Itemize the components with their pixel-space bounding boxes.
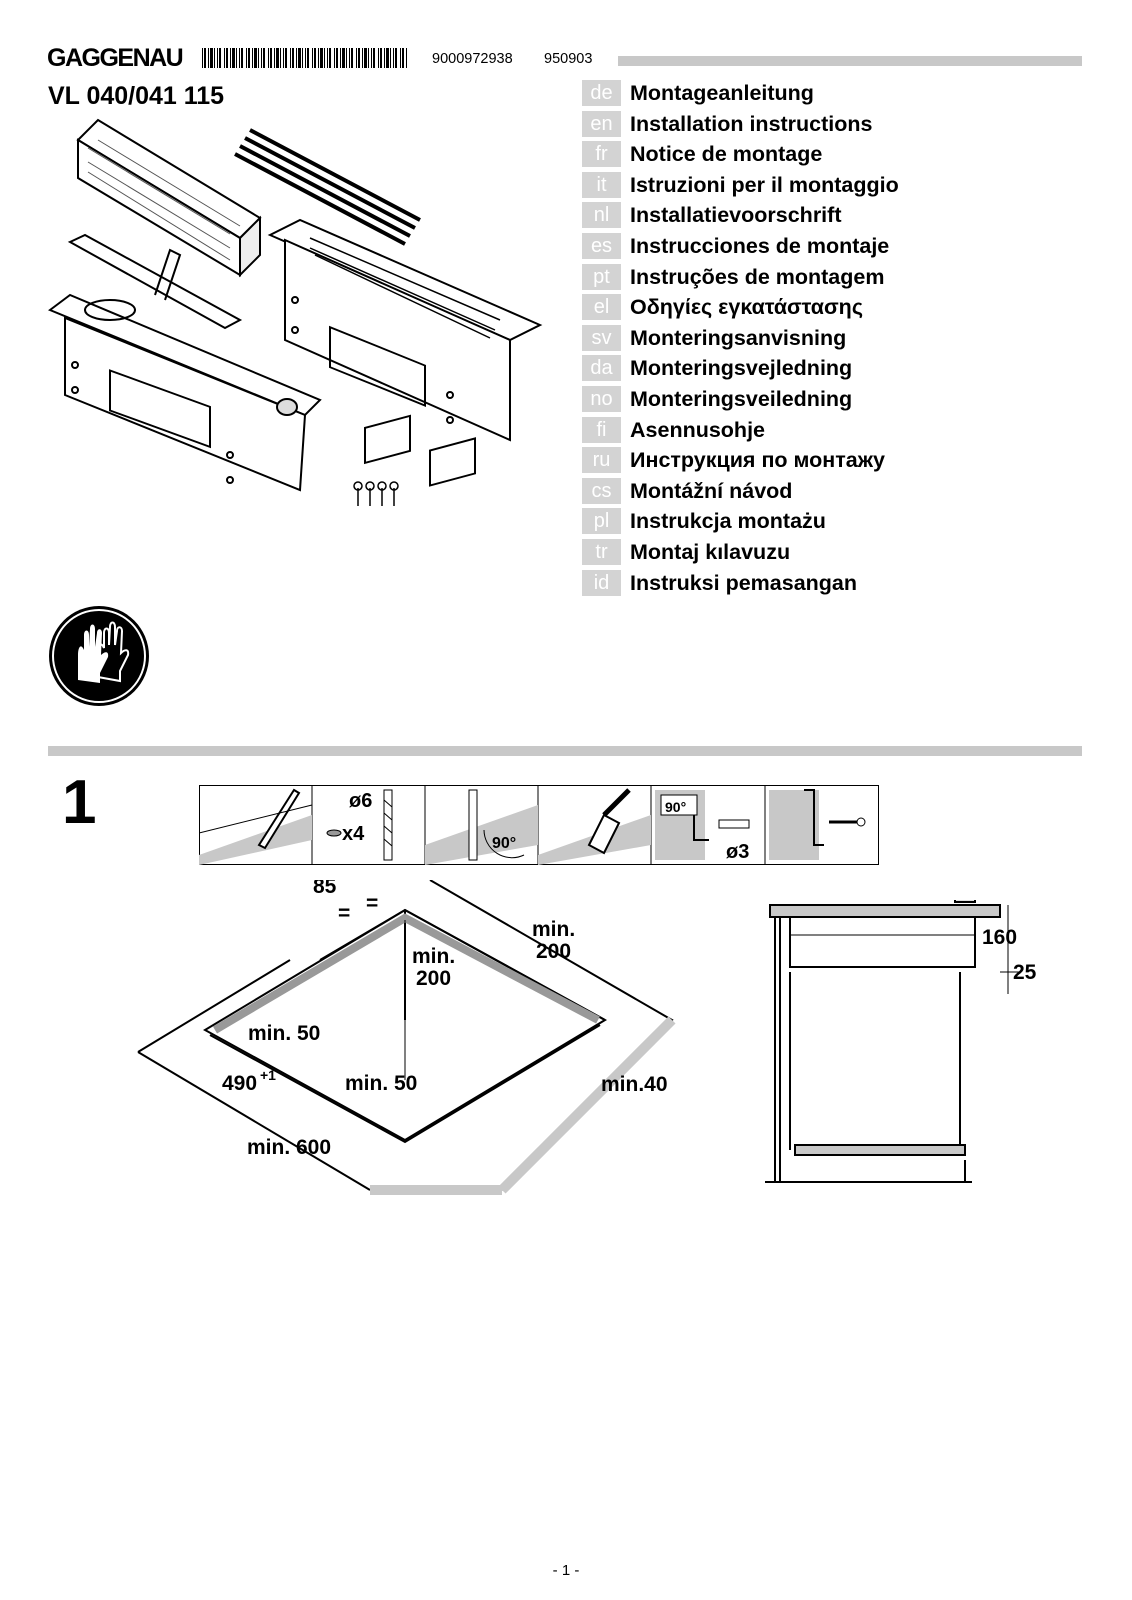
language-code: pl xyxy=(582,508,621,535)
dim-min-200-b-label: min. xyxy=(412,945,455,968)
tools-strip: ø6 x4 90° 90° ø3 xyxy=(199,785,879,865)
drill-bit-icon xyxy=(326,789,393,861)
screw-diameter-label: ø3 xyxy=(726,841,749,863)
gloves-icon xyxy=(49,606,149,706)
language-title: Οδηγίες εγκατάστασης xyxy=(630,295,863,320)
language-row-no: no Monteringsveiledning xyxy=(582,386,1002,412)
language-code: da xyxy=(582,355,621,382)
dim-85: 85 xyxy=(313,880,337,898)
language-title: Montageanleitung xyxy=(630,81,814,105)
step-number: 1 xyxy=(62,768,97,837)
language-title: Monteringsveiledning xyxy=(630,387,853,411)
language-row-ru: ru Инструкция по монтажу xyxy=(582,447,1002,474)
mounting-clips xyxy=(364,414,476,487)
language-row-en: en Installation instructions xyxy=(582,110,1002,137)
language-row-nl: nl Installatievoorschrift xyxy=(582,202,1002,229)
language-row-fr: fr Notice de montage xyxy=(582,141,1002,168)
language-code: nl xyxy=(582,202,621,229)
header-rule xyxy=(618,56,1082,66)
barcode xyxy=(202,48,407,68)
language-row-it: it Istruzioni per il montaggio xyxy=(582,171,1002,198)
language-title: Monteringsvejledning xyxy=(630,356,853,381)
dim-min-50-a: min. 50 xyxy=(248,1022,320,1045)
screw-fixing-icon xyxy=(769,789,866,860)
language-code: de xyxy=(582,80,621,106)
doc-number: 9000972938 xyxy=(432,51,513,67)
drill-diameter-label: ø6 xyxy=(349,790,372,812)
quantity-label: x4 xyxy=(342,823,365,845)
language-code: pt xyxy=(582,263,621,290)
language-title: Инструкция по монтажу xyxy=(630,448,885,473)
language-row-el: el Οδηγίες εγκατάστασης xyxy=(582,294,1002,321)
saw-angle-label: 90° xyxy=(492,835,516,852)
dim-min-600: min. 600 xyxy=(247,1136,331,1159)
dim-490: 490 xyxy=(222,1072,257,1095)
language-row-id: id Instruksi pemasangan xyxy=(582,569,1002,596)
language-row-pt: pt Instruções de montagem xyxy=(582,263,1002,290)
left-housing xyxy=(47,293,322,492)
dim-min-200-b-value: 200 xyxy=(416,967,451,990)
saw-icon xyxy=(425,789,538,865)
language-title: Istruzioni per il montaggio xyxy=(630,172,899,197)
dim-25: 25 xyxy=(1013,961,1037,984)
cutout-drawing: 85 = = min. 200 min. 200 min. 50 490 +1 … xyxy=(137,880,676,1195)
date-code: 950903 xyxy=(544,51,593,67)
section-divider xyxy=(48,746,1082,756)
language-title: Monteringsanvisning xyxy=(630,325,847,350)
language-code: it xyxy=(582,171,621,198)
brush-icon xyxy=(538,788,651,865)
language-title: Installation instructions xyxy=(630,111,873,136)
language-title: Notice de montage xyxy=(630,142,823,167)
language-title: Instrukcja montażu xyxy=(630,509,826,534)
dim-min-200-a-label: min. xyxy=(532,918,575,941)
language-code: el xyxy=(582,294,621,321)
grille xyxy=(234,128,421,246)
fan-tray xyxy=(67,233,243,330)
language-code: fi xyxy=(582,416,621,443)
language-title: Installatievoorschrift xyxy=(630,203,842,228)
language-row-pl: pl Instrukcja montażu xyxy=(582,508,1002,535)
language-title: Instrucciones de montaje xyxy=(630,234,890,258)
language-row-es: es Instrucciones de montaje xyxy=(582,233,1002,259)
language-code: sv xyxy=(582,324,621,351)
dim-equal-2: = xyxy=(366,892,378,915)
language-code: ru xyxy=(582,447,621,474)
language-title: Asennusohje xyxy=(630,417,765,442)
dim-490-tolerance: +1 xyxy=(260,1067,276,1083)
grease-filter xyxy=(76,118,262,278)
dim-min-40: min.40 xyxy=(601,1073,668,1096)
bracket-angle-label: 90° xyxy=(665,799,686,815)
screws xyxy=(353,481,399,506)
language-title: Montaj kılavuzu xyxy=(630,540,791,564)
marking-tool-icon xyxy=(199,788,313,865)
bracket-drill-icon xyxy=(655,790,750,860)
language-code: id xyxy=(582,569,621,596)
right-housing xyxy=(267,218,543,442)
language-row-sv: sv Monteringsanvisning xyxy=(582,324,1002,351)
language-code: fr xyxy=(582,141,621,168)
dim-min-50-b: min. 50 xyxy=(345,1072,417,1095)
language-code: en xyxy=(582,110,621,137)
language-code: cs xyxy=(582,477,621,504)
brand-logo: GAGGENAU xyxy=(47,44,184,72)
side-section-drawing: 160 25 xyxy=(765,900,1037,1183)
language-row-da: da Monteringsvejledning xyxy=(582,355,1002,382)
dim-equal-1: = xyxy=(338,902,350,925)
language-row-tr: tr Montaj kılavuzu xyxy=(582,539,1002,565)
language-code: es xyxy=(582,233,621,259)
page-number: - 1 - xyxy=(552,1562,580,1579)
dim-min-200-a-value: 200 xyxy=(536,940,571,963)
language-title: Montážní návod xyxy=(630,478,793,503)
language-code: tr xyxy=(582,539,621,565)
product-parts-illustration xyxy=(47,118,543,506)
language-code: no xyxy=(582,386,621,412)
dim-160: 160 xyxy=(982,926,1017,949)
language-title: Instruksi pemasangan xyxy=(630,570,858,595)
model-number: VL 040/041 115 xyxy=(48,82,225,110)
language-row-fi: fi Asennusohje xyxy=(582,416,1002,443)
language-row-cs: cs Montážní návod xyxy=(582,477,1002,504)
language-title: Instruções de montagem xyxy=(630,264,885,289)
language-row-de: de Montageanleitung xyxy=(582,80,1002,106)
